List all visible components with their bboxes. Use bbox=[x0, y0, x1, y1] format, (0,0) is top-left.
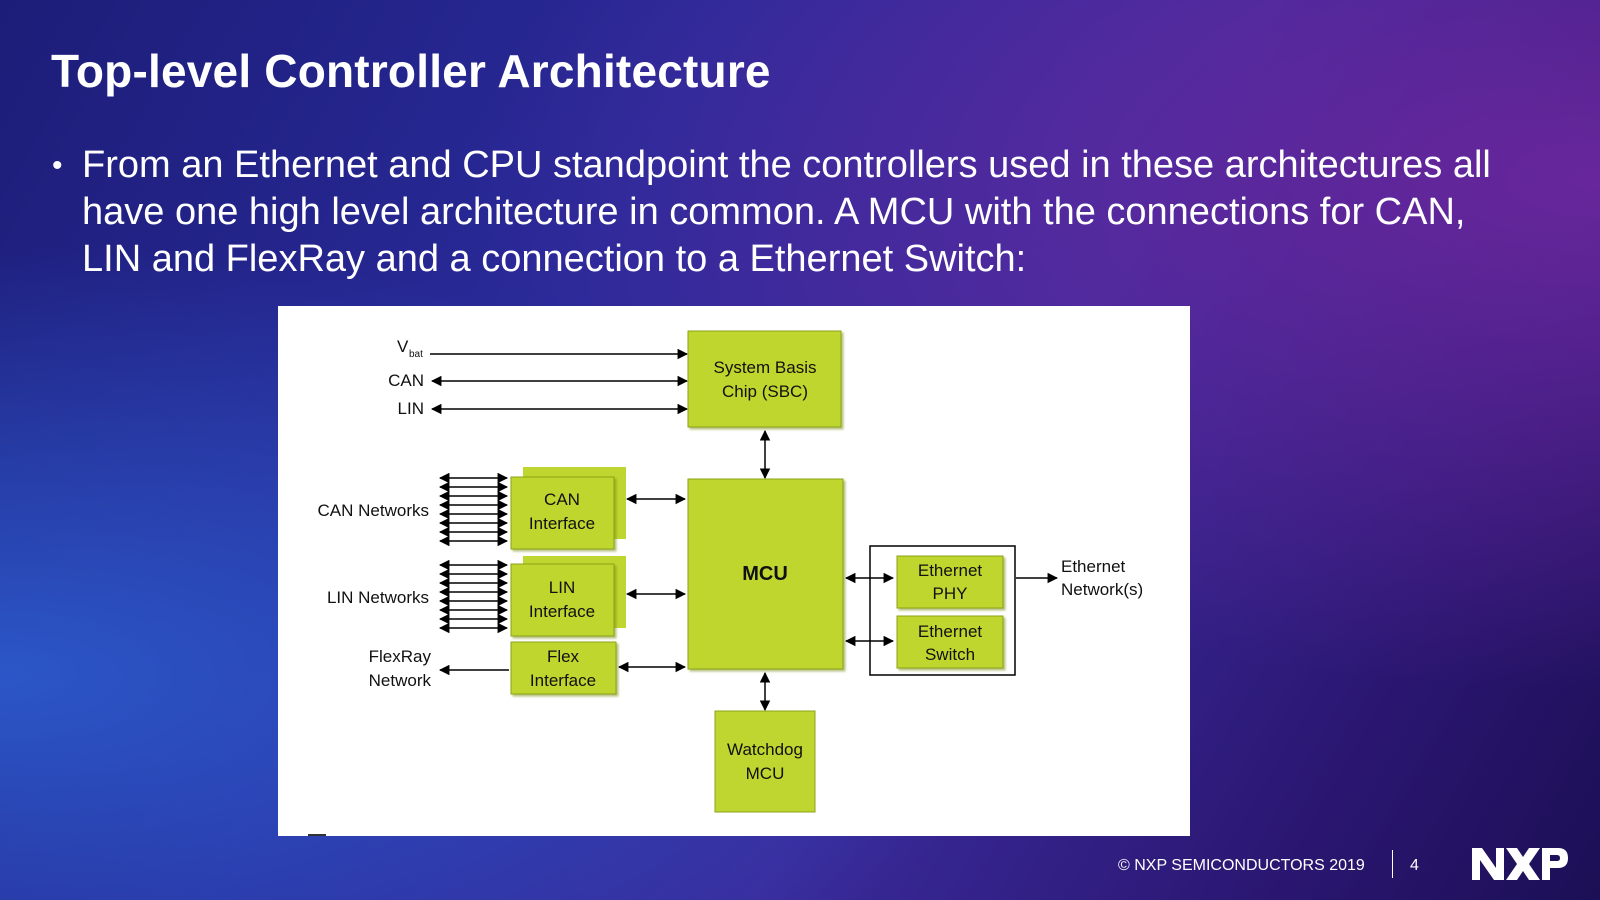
can-network-lines bbox=[438, 472, 509, 547]
can-interface-line2: Interface bbox=[529, 514, 595, 533]
architecture-diagram: V bat CAN LIN System Basis Chip (SBC) MC… bbox=[278, 306, 1190, 836]
footer-copyright: © NXP SEMICONDUCTORS 2019 bbox=[1118, 857, 1365, 874]
sbc-label-line1: System Basis bbox=[714, 358, 817, 377]
flexray-label-line1: FlexRay bbox=[369, 647, 432, 666]
watchdog-label-line2: MCU bbox=[746, 764, 785, 783]
watchdog-block: Watchdog MCU bbox=[714, 710, 816, 813]
ethernet-network-line1: Ethernet bbox=[1061, 557, 1126, 576]
corner-mark bbox=[308, 834, 326, 836]
bullet-item: • From an Ethernet and CPU standpoint th… bbox=[52, 142, 1532, 283]
ethernet-phy-line2: PHY bbox=[933, 584, 968, 603]
ethernet-group-outline bbox=[869, 545, 1016, 676]
ethernet-switch-line2: Switch bbox=[925, 645, 975, 664]
flexray-label-line2: Network bbox=[369, 671, 432, 690]
lin-interface-block: LIN Interface bbox=[510, 556, 626, 637]
vbat-subscript: bat bbox=[409, 349, 423, 360]
watchdog-label-line1: Watchdog bbox=[727, 740, 803, 759]
lin-interface-line2: Interface bbox=[529, 602, 595, 621]
mcu-block: MCU bbox=[687, 478, 844, 670]
ethernet-switch-line1: Ethernet bbox=[918, 622, 983, 641]
slide-title: Top-level Controller Architecture bbox=[51, 45, 771, 97]
sbc-label-line2: Chip (SBC) bbox=[722, 382, 808, 401]
flex-interface-block: Flex Interface bbox=[510, 641, 617, 695]
ethernet-phy-block: Ethernet PHY bbox=[896, 555, 1004, 609]
bullet-dot-icon: • bbox=[52, 149, 63, 182]
bullet-text: From an Ethernet and CPU standpoint the … bbox=[82, 144, 1491, 280]
nxp-logo bbox=[1470, 844, 1570, 884]
footer-divider bbox=[1392, 850, 1393, 878]
can-input-label: CAN bbox=[388, 371, 424, 390]
flex-interface-line1: Flex bbox=[547, 647, 580, 666]
lin-network-lines bbox=[438, 559, 509, 634]
sbc-block: System Basis Chip (SBC) bbox=[687, 330, 842, 428]
ethernet-switch-block: Ethernet Switch bbox=[896, 615, 1004, 669]
lin-input-label: LIN bbox=[398, 399, 424, 418]
ethernet-network-line2: Network(s) bbox=[1061, 580, 1143, 599]
lin-networks-label: LIN Networks bbox=[327, 588, 429, 607]
lin-interface-line1: LIN bbox=[549, 578, 575, 597]
mcu-label: MCU bbox=[742, 563, 788, 585]
ethernet-phy-line1: Ethernet bbox=[918, 561, 983, 580]
page-number: 4 bbox=[1410, 857, 1419, 874]
can-interface-line1: CAN bbox=[544, 490, 580, 509]
vbat-label: V bbox=[397, 337, 409, 356]
flex-interface-line2: Interface bbox=[530, 671, 596, 690]
can-interface-block: CAN Interface bbox=[510, 467, 626, 550]
can-networks-label: CAN Networks bbox=[318, 501, 429, 520]
